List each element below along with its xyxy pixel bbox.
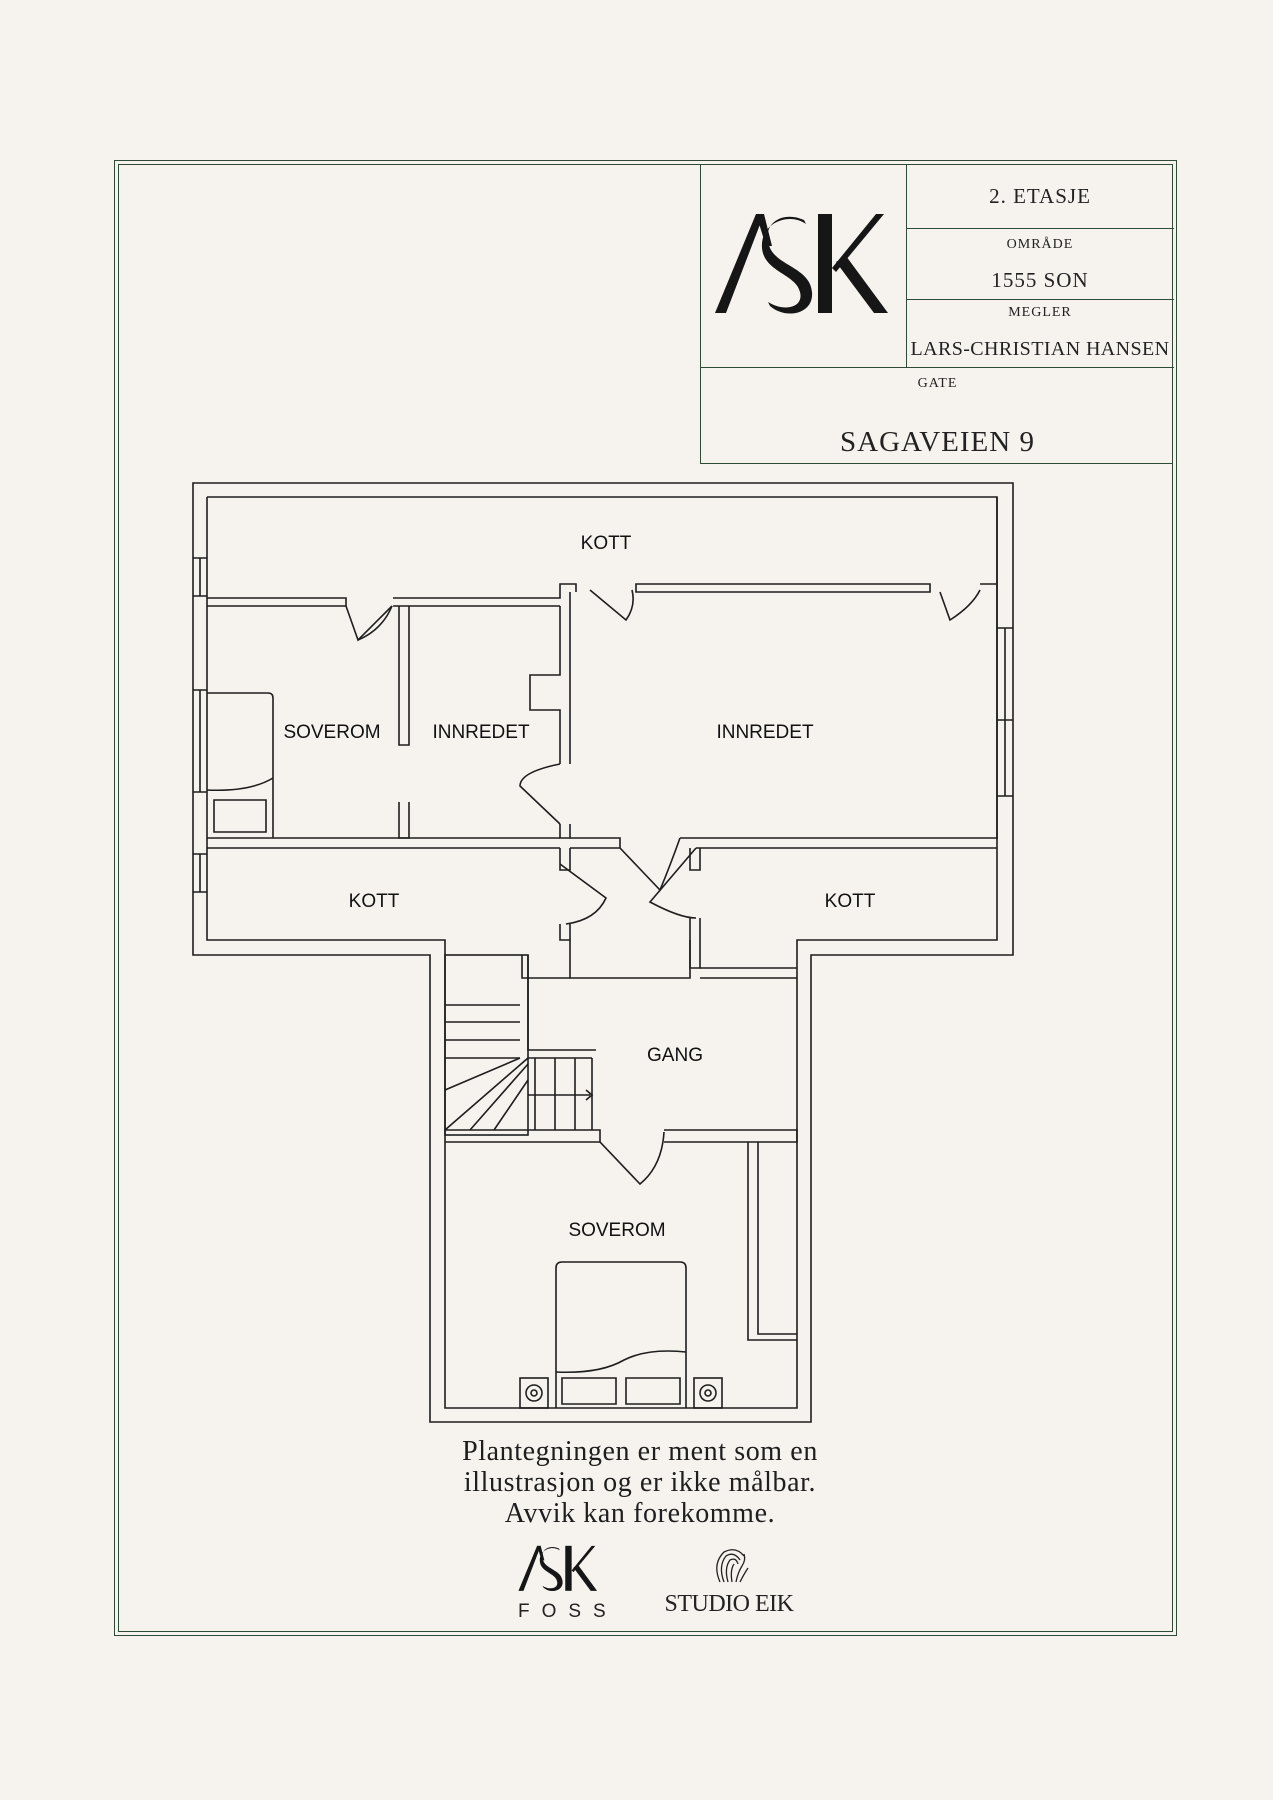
bed-pillow bbox=[213, 799, 267, 833]
bed-double bbox=[555, 1261, 687, 1408]
stair-arrow bbox=[528, 1089, 594, 1101]
door bbox=[648, 847, 697, 919]
stair-step bbox=[534, 1058, 593, 1130]
page-frame-inner bbox=[118, 164, 1173, 1632]
ask-foss-subtitle: FOSS bbox=[518, 1601, 618, 1622]
ask-logo bbox=[712, 210, 892, 320]
wardrobe bbox=[757, 1142, 797, 1335]
nightstand bbox=[693, 1377, 723, 1409]
street-value: SAGAVEIEN 9 bbox=[840, 426, 1035, 458]
area-label: OMRÅDE bbox=[1006, 237, 1074, 252]
room-label-gang: GANG bbox=[647, 1045, 703, 1066]
wall bbox=[664, 1129, 798, 1143]
disclaimer-line: Avvik kan forekomme. bbox=[504, 1498, 776, 1529]
door bbox=[559, 863, 607, 925]
fingerprint-icon bbox=[716, 1549, 749, 1583]
title-block: 2. ETASJE OMRÅDE 1555 SON MEGLER LARS-CH… bbox=[700, 164, 1174, 464]
window bbox=[997, 627, 1013, 797]
broker-value: LARS-CHRISTIAN HANSEN bbox=[910, 338, 1170, 360]
wardrobe bbox=[747, 1142, 797, 1341]
stair-step bbox=[444, 1057, 529, 1131]
room-label-kott-left: KOTT bbox=[349, 891, 400, 912]
door bbox=[599, 1131, 665, 1186]
disclaimer: Plantegningen er ment som en illustrasjo… bbox=[380, 1436, 900, 1529]
bed-sheet bbox=[206, 777, 274, 792]
bed-small bbox=[207, 692, 274, 838]
room-label-soverom-bottom: SOVEROM bbox=[568, 1220, 665, 1241]
door-arc bbox=[519, 763, 561, 825]
stair-step bbox=[445, 1004, 520, 1059]
lamp bbox=[525, 1384, 543, 1402]
stairs bbox=[444, 954, 529, 1136]
wall bbox=[559, 824, 571, 839]
door bbox=[589, 589, 634, 622]
wall bbox=[207, 597, 347, 607]
floor-label: 2. ETASJE bbox=[989, 184, 1091, 208]
room-label-innredet-large: INNREDET bbox=[716, 722, 814, 743]
window bbox=[193, 853, 207, 893]
wall bbox=[569, 940, 691, 979]
title-block-divider bbox=[906, 228, 1174, 230]
wall bbox=[689, 918, 701, 969]
wall bbox=[521, 955, 570, 979]
door bbox=[619, 837, 681, 892]
page-frame-outer bbox=[114, 160, 1177, 1636]
title-block-divider bbox=[906, 299, 1174, 301]
ask-foss-logo-mark bbox=[518, 1545, 598, 1592]
bed-pillow bbox=[561, 1377, 617, 1405]
nightstand bbox=[519, 1377, 549, 1409]
ask-logo-mark bbox=[715, 214, 888, 314]
wall bbox=[689, 848, 701, 871]
door bbox=[939, 589, 981, 622]
wall bbox=[559, 848, 571, 871]
bed-pillow bbox=[625, 1377, 681, 1405]
title-block-divider bbox=[701, 367, 1174, 369]
outer-wall bbox=[192, 482, 1014, 1423]
window bbox=[193, 557, 207, 597]
wall bbox=[570, 837, 621, 849]
studio-eik-logo: STUDIO EIK bbox=[664, 1546, 794, 1622]
wall bbox=[393, 583, 577, 599]
broker-label: MEGLER bbox=[1008, 305, 1072, 320]
wall bbox=[398, 802, 410, 839]
lamp bbox=[530, 1389, 538, 1397]
ask-foss-logo: FOSS bbox=[508, 1544, 608, 1622]
room-label-kott-top: KOTT bbox=[581, 533, 632, 554]
room-label-kott-right: KOTT bbox=[825, 891, 876, 912]
wall bbox=[529, 606, 561, 764]
stair-step bbox=[444, 1057, 529, 1131]
studio-eik-text: STUDIO EIK bbox=[664, 1591, 794, 1617]
room-label-innredet-small: INNREDET bbox=[432, 722, 530, 743]
lamp bbox=[699, 1384, 717, 1402]
wall bbox=[445, 1129, 601, 1143]
bed-sheet bbox=[555, 1350, 687, 1374]
door-arc bbox=[357, 605, 393, 641]
wall bbox=[559, 924, 571, 941]
room-label-soverom-left: SOVEROM bbox=[283, 722, 380, 743]
outer-wall-inner bbox=[206, 497, 998, 1409]
disclaimer-line: Plantegningen er ment som en bbox=[462, 1436, 818, 1467]
lamp bbox=[704, 1389, 712, 1397]
title-block-divider bbox=[906, 164, 908, 368]
disclaimer-line: illustrasjon og er ikke målbar. bbox=[463, 1467, 817, 1498]
street-label: GATE bbox=[917, 376, 958, 391]
wall bbox=[527, 955, 596, 1051]
area-value: 1555 SON bbox=[991, 268, 1089, 292]
wall bbox=[635, 583, 931, 593]
window bbox=[193, 689, 207, 793]
wall bbox=[398, 606, 410, 746]
